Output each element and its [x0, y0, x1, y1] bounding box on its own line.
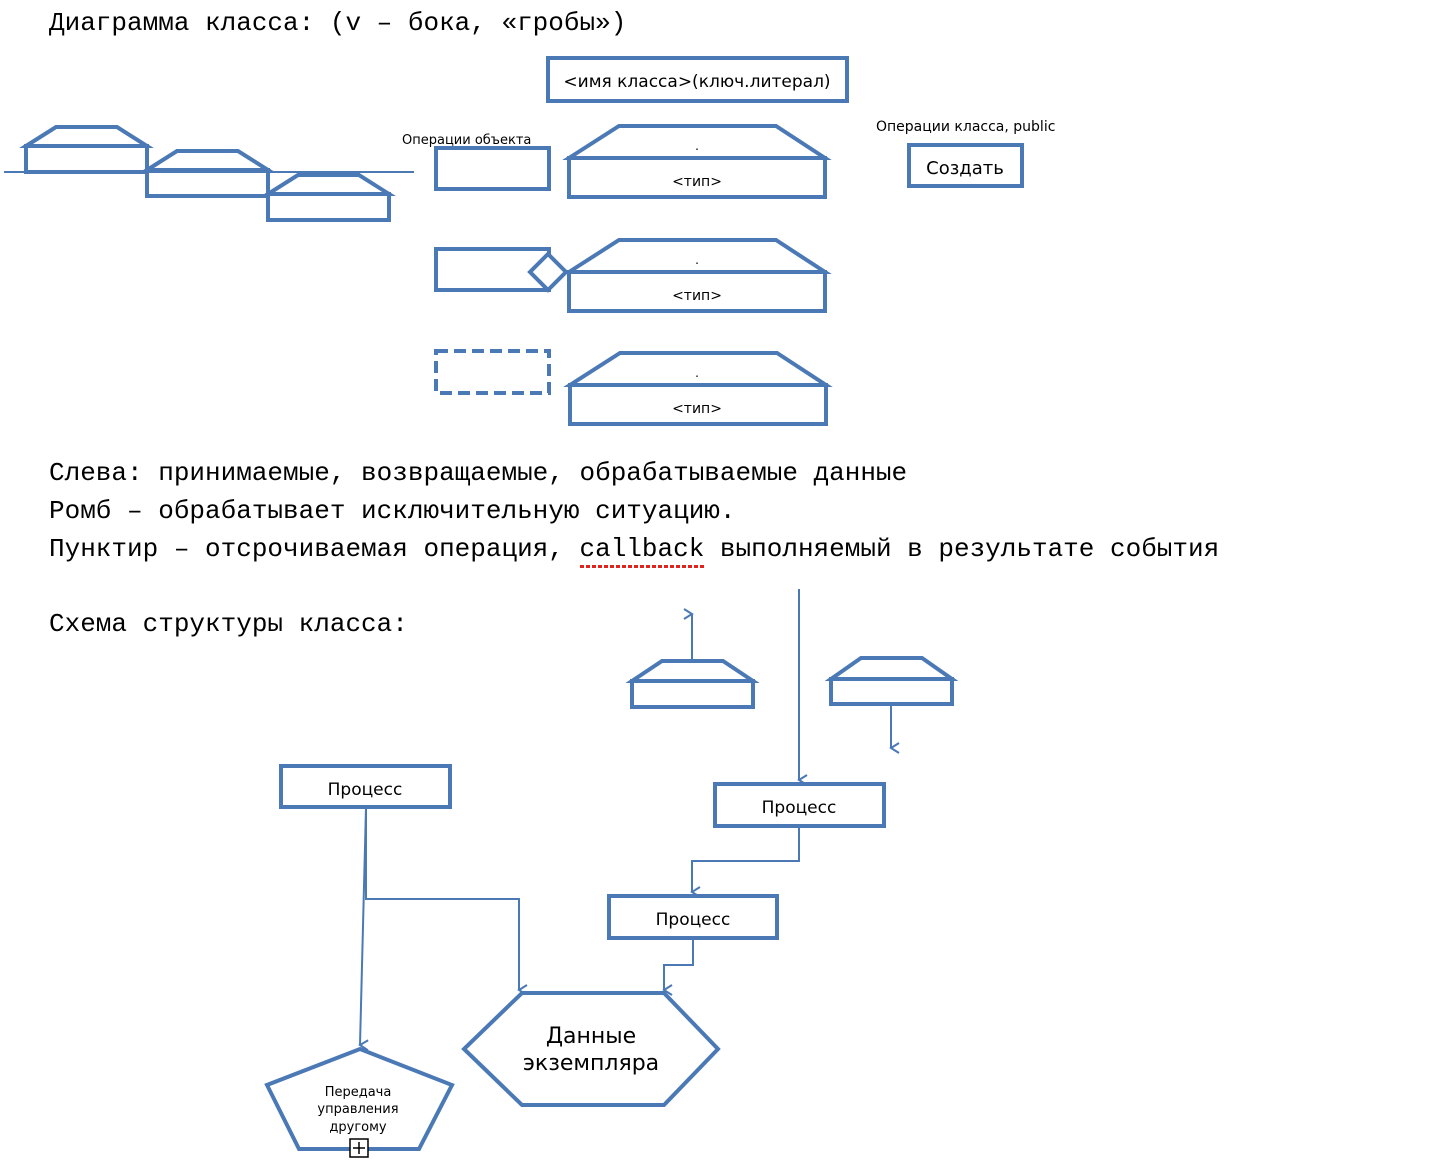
class-ops-label: Операции класса, public	[876, 119, 1055, 135]
coffin-1-type: <тип>	[672, 174, 722, 190]
expand-plus-icon	[349, 1138, 369, 1158]
desc-line-diamond: Ромб – обрабатывает исключительную ситуа…	[49, 496, 736, 526]
process-middle-label: Процесс	[656, 910, 731, 930]
desc-line-dashed-a: Пунктир – отсрочиваемая операция,	[49, 534, 580, 564]
coffin-3-type: <тип>	[672, 401, 722, 417]
instance-data-hexagon: Данные экземпляра	[461, 991, 721, 1107]
process-left-label: Процесс	[328, 780, 403, 800]
process-box-left: Процесс	[279, 764, 452, 809]
object-ops-label: Операции объекта	[402, 133, 531, 148]
stacked-coffins	[4, 125, 414, 222]
create-label: Создать	[926, 158, 1004, 179]
desc-line-dashed-c: выполняемый в результате события	[704, 534, 1220, 564]
desc-line-dashed: Пунктир – отсрочиваемая операция, callba…	[49, 534, 1219, 564]
diamond-exception	[527, 251, 569, 293]
connector-left-to-transfer	[358, 806, 369, 1052]
input-coffin	[824, 656, 959, 706]
desc-line-inputs: Слева: принимаемые, возвращаемые, обраба…	[49, 458, 908, 488]
object-op-coffin-2: . <тип>	[562, 238, 832, 313]
connector-process-to-process	[690, 826, 800, 898]
class-name-text: <имя класса>(ключ.литерал)	[563, 72, 830, 92]
transfer-line1: Передача	[325, 1085, 392, 1100]
transfer-control-pentagon: Передача управления другому	[264, 1046, 455, 1158]
create-box: Создать	[907, 143, 1024, 188]
object-op-coffin-1: . <тип>	[562, 124, 832, 199]
coffin-3-dot: .	[695, 366, 699, 380]
transfer-line3: другому	[329, 1120, 387, 1135]
param-box-plain	[434, 146, 551, 191]
spellcheck-word: callback	[579, 534, 705, 564]
heading-class-diagram: Диаграмма класса: (v – бока, «гробы»)	[49, 8, 627, 38]
class-name-box: <имя класса>(ключ.литерал)	[546, 56, 849, 103]
coffin-1-dot: .	[695, 139, 699, 153]
output-coffin	[625, 659, 760, 709]
param-box-deferred	[434, 349, 551, 395]
coffin-2-dot: .	[695, 253, 699, 267]
coffin-2-type: <тип>	[672, 288, 722, 304]
transfer-line2: управления	[317, 1102, 398, 1117]
heading-structure: Схема структуры класса:	[49, 609, 408, 639]
instance-data-line2: экземпляра	[523, 1051, 659, 1076]
process-box-right-top: Процесс	[713, 782, 886, 828]
process-right-top-label: Процесс	[762, 798, 837, 818]
instance-data-line1: Данные	[546, 1024, 636, 1049]
connector-left-to-data	[365, 807, 528, 996]
object-op-coffin-3: . <тип>	[563, 351, 833, 426]
connector-process-to-data	[662, 938, 694, 996]
process-box-middle: Процесс	[607, 894, 779, 940]
